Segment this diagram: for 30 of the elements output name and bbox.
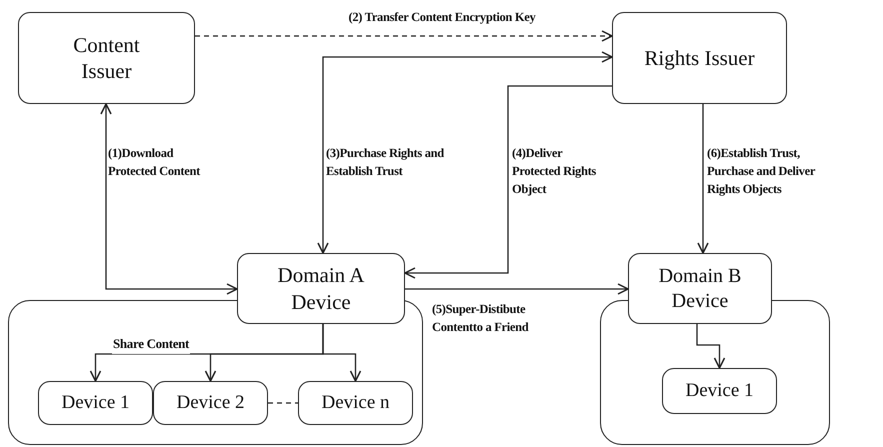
connector-arrow — [322, 324, 362, 382]
device-box — [662, 368, 777, 414]
edge-label: (4)Deliver Protected Rights Object — [512, 145, 597, 198]
device-box — [628, 253, 772, 324]
node-label: Domain A Device — [276, 262, 366, 315]
connector-arrow — [405, 283, 629, 295]
connector-arrow — [404, 85, 612, 279]
edge-label: (2) Transfer Content Encryption Key — [348, 9, 536, 26]
device-box — [612, 12, 787, 104]
device-box — [18, 12, 195, 104]
edge-label: (6)Establish Trust, Purchase and Deliver Rights Objects — [707, 145, 816, 198]
device-box — [237, 253, 405, 324]
device-box — [298, 381, 413, 425]
connector-arrow — [317, 51, 613, 254]
edge-label: (3)Purchase Rights and Establish Trust — [326, 145, 445, 180]
node-label: Device 1 — [685, 379, 754, 403]
node-label: Device 2 — [176, 391, 245, 415]
connector-arrow — [195, 30, 613, 42]
connector-arrow — [697, 104, 709, 254]
node-label: Rights Issuer — [644, 44, 755, 72]
edge-label: (1)Download Protected Content — [108, 145, 202, 180]
device-box — [153, 381, 268, 425]
node-label: Device n — [321, 391, 390, 415]
node-label: Domain B Device — [658, 264, 742, 314]
edge-label: (5)Super-Distibute Contentto a Friend — [432, 301, 530, 336]
device-box — [38, 381, 153, 425]
connector-arrow — [696, 324, 726, 369]
connector-arrow — [100, 103, 238, 295]
node-label: Device 1 — [61, 391, 130, 415]
node-label: Content Issuer — [72, 32, 141, 84]
